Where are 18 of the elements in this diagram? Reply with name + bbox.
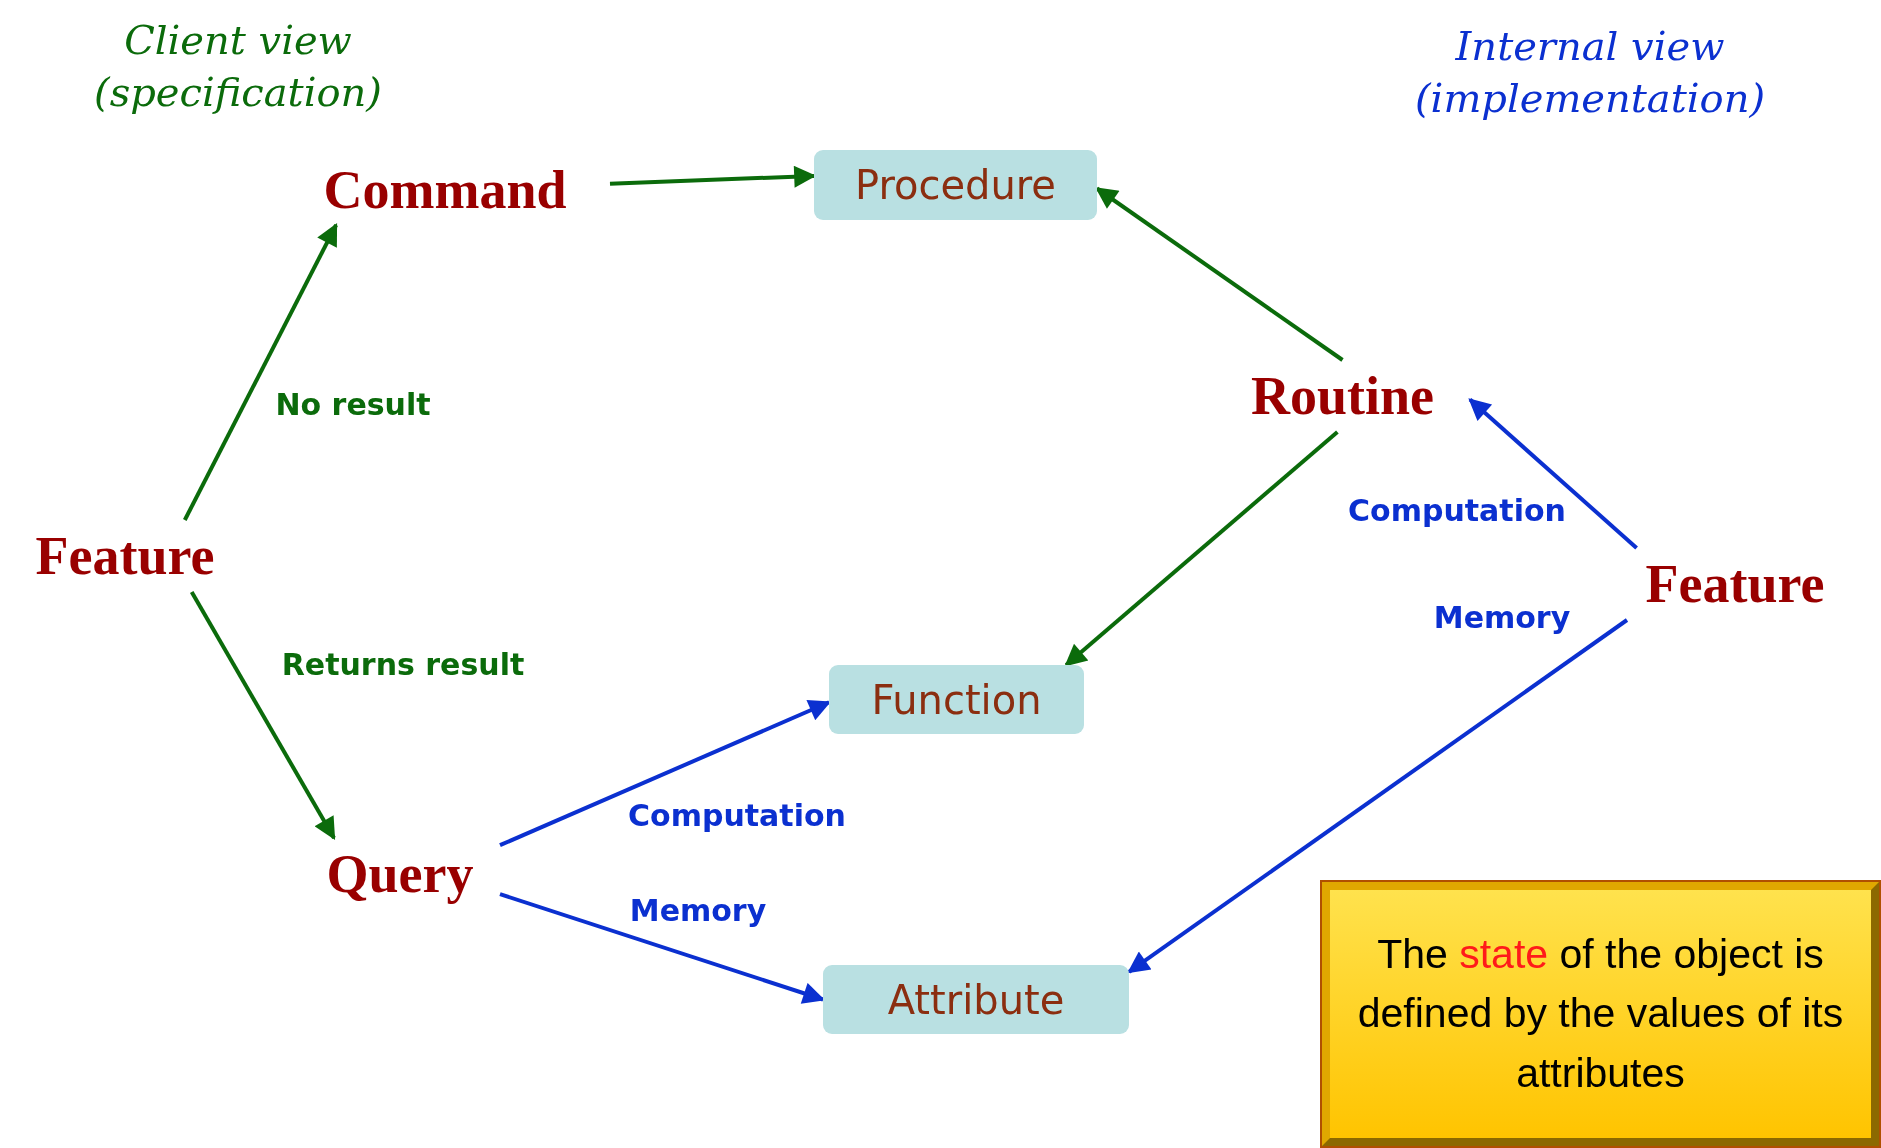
arrow	[1064, 430, 1339, 667]
arrow	[499, 700, 831, 848]
arrow	[1468, 398, 1638, 550]
concept-box: Procedure	[814, 150, 1097, 220]
arrow	[183, 223, 338, 521]
concept-label: Routine	[1215, 360, 1470, 432]
arrow	[1095, 186, 1344, 362]
arrow	[189, 591, 336, 840]
concept-label: Command	[280, 155, 610, 225]
note-box: The state of the object is defined by the values of its attributes	[1322, 882, 1879, 1146]
arrow	[1127, 618, 1629, 974]
concept-box: Function	[829, 665, 1084, 734]
concept-label: Feature	[1615, 548, 1855, 620]
view-heading: Internal view (implementation)	[1414, 22, 1766, 123]
concept-box: Attribute	[823, 965, 1129, 1034]
view-heading: Client view (specification)	[93, 16, 383, 117]
concept-label: Query	[300, 838, 500, 910]
concept-label: Feature	[10, 520, 240, 592]
